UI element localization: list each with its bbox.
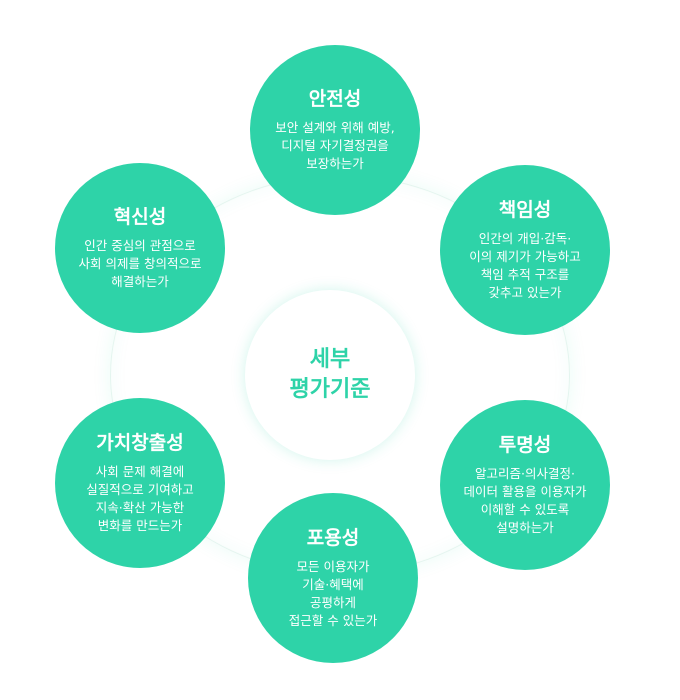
node-description: 보안 설계와 위해 예방, 디지털 자기결정권을 보장하는가 (275, 120, 395, 171)
node-description: 사회 문제 해결에 실질적으로 기여하고 지속·확산 가능한 변화를 만드는가 (86, 464, 194, 533)
node-title: 포용성 (306, 527, 360, 549)
node-value-creation: 가치창출성 사회 문제 해결에 실질적으로 기여하고 지속·확산 가능한 변화를… (55, 398, 225, 568)
node-description: 인간의 개입·감독· 이의 제기가 가능하고 책임 추적 구조를 갖추고 있는가 (469, 231, 581, 300)
node-accountability: 책임성 인간의 개입·감독· 이의 제기가 가능하고 책임 추적 구조를 갖추고… (440, 165, 610, 335)
node-description: 알고리즘·의사결정· 데이터 활용을 이용자가 이해할 수 있도록 설명하는가 (463, 466, 587, 535)
node-title: 책임성 (498, 199, 552, 221)
node-innovation: 혁신성 인간 중심의 관점으로 사회 의제를 창의적으로 해결하는가 (55, 163, 225, 333)
node-title: 가치창출성 (96, 432, 184, 454)
node-title: 안전성 (308, 88, 362, 110)
node-inclusiveness: 포용성 모든 이용자가 기술·혜택에 공평하게 접근할 수 있는가 (248, 493, 418, 663)
center-circle: 세부 평가기준 (245, 290, 415, 460)
node-safety: 안전성 보안 설계와 위해 예방, 디지털 자기결정권을 보장하는가 (250, 45, 420, 215)
node-description: 모든 이용자가 기술·혜택에 공평하게 접근할 수 있는가 (288, 559, 378, 628)
node-title: 투명성 (498, 434, 552, 456)
center-label-line1: 세부 (309, 347, 351, 372)
node-title: 혁신성 (113, 206, 167, 228)
node-transparency: 투명성 알고리즘·의사결정· 데이터 활용을 이용자가 이해할 수 있도록 설명… (440, 400, 610, 570)
center-label-line2: 평가기준 (289, 377, 371, 402)
node-description: 인간 중심의 관점으로 사회 의제를 창의적으로 해결하는가 (78, 238, 202, 289)
